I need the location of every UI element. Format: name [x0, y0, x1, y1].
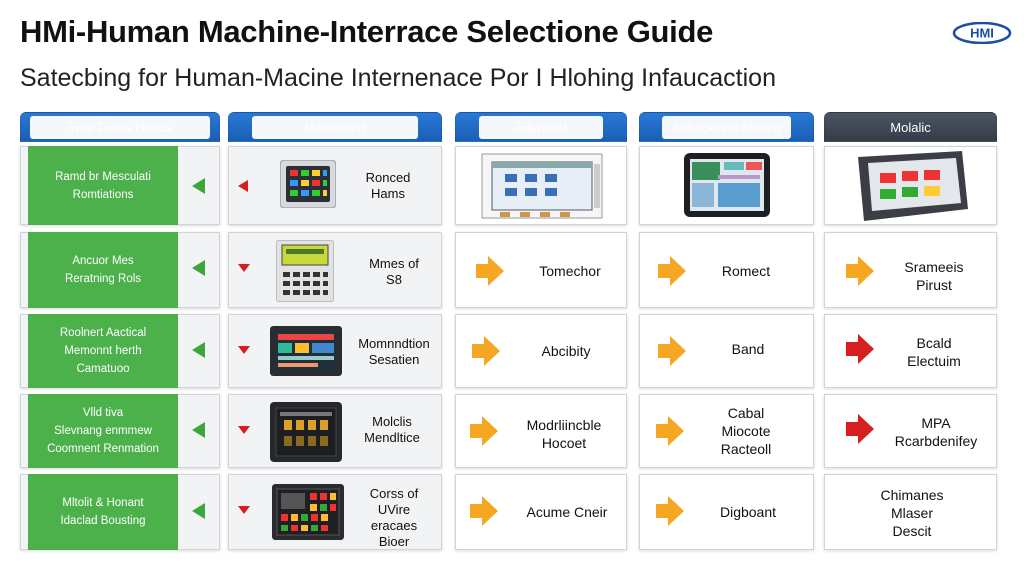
- page-subtitle: Satecbing for Human-Macine Internenace P…: [20, 64, 776, 92]
- col4-text-2: Romect: [721, 263, 771, 279]
- col3-text-3: Abcibity: [541, 343, 591, 359]
- header-col1-label: Trea Diaus Honcs: [30, 115, 210, 139]
- red-arrow-icon: [238, 506, 250, 514]
- col3-text-5: Acume Cneir: [526, 504, 608, 520]
- header-col3-label: Pdynand: [479, 115, 603, 139]
- green-arrow-icon: [192, 503, 205, 519]
- col4-text-4: Cabal Miocote Racteoll: [720, 405, 772, 457]
- color-touch-panel-icon: [270, 326, 342, 376]
- table-row-5-col5: [824, 474, 997, 550]
- red-arrow-icon: [846, 334, 874, 364]
- header-col1: Trea Diaus Honcs: [20, 112, 220, 142]
- red-arrow-icon: [238, 426, 250, 434]
- keypad-terminal-icon: [276, 240, 334, 302]
- red-arrow-icon: [846, 414, 874, 444]
- table-row-3-col4: [639, 314, 814, 388]
- table-row-2-model: [228, 232, 442, 308]
- orange-arrow-icon: [658, 256, 686, 286]
- orange-arrow-icon: [656, 496, 684, 526]
- logo-text: HMI: [970, 26, 994, 41]
- red-arrow-icon: [238, 346, 250, 354]
- model-text-3: Momnndtion Sesatien: [358, 336, 430, 367]
- page-title: HMi-Human Machine-Interrace Selectione G…: [20, 14, 714, 49]
- industrial-panel-icon: [858, 151, 968, 221]
- hmi-screen-diagram-icon: [481, 153, 603, 219]
- col5-text-3: Bcald Electuim: [907, 335, 961, 369]
- red-arrow-icon: [238, 264, 250, 272]
- header-col4: Aufulckinno Meting: [639, 112, 814, 142]
- green-arrow-icon: [192, 342, 205, 358]
- model-text-1: Ronced Hams: [365, 170, 411, 201]
- green-arrow-icon: [192, 260, 205, 276]
- green-arrow-icon: [192, 178, 205, 194]
- table-row-3-col3: [455, 314, 627, 388]
- header-col3: Pdynand: [455, 112, 627, 142]
- col5-text-5: Chimanes Mlaser Descit: [880, 487, 944, 539]
- orange-arrow-icon: [472, 336, 500, 366]
- orange-arrow-icon: [846, 256, 874, 286]
- orange-arrow-icon: [470, 496, 498, 526]
- green-arrow-icon: [192, 422, 205, 438]
- criteria-label-5: Mltolit & Honant Idaclad Bousting: [28, 474, 178, 550]
- criteria-label-3: Roolnert Aactical Memonnt herth Camatuoo: [28, 314, 178, 388]
- header-col2: Maoadenrt: [228, 112, 442, 142]
- col5-text-2: Srameeis Pirust: [904, 259, 964, 293]
- col4-text-3: Band: [731, 341, 765, 357]
- header-col5-label: Molalic: [890, 119, 931, 135]
- orange-arrow-icon: [470, 416, 498, 446]
- col5-text-4: MPA Rcarbdenifey: [894, 415, 978, 449]
- criteria-label-1: Ramd br Mesculati Romtiations: [28, 146, 178, 225]
- hmi-logo: HMI: [952, 22, 1012, 44]
- red-arrow-icon: [238, 180, 248, 192]
- header-col2-label: Maoadenrt: [251, 115, 419, 139]
- col4-text-5: Digboant: [719, 504, 777, 520]
- model-text-5: Corss of UVire eracaes Bioer: [369, 486, 419, 549]
- col3-text-4: Modrliincble Hocoet: [526, 417, 602, 451]
- tablet-hmi-icon: [684, 153, 770, 217]
- orange-arrow-icon: [656, 416, 684, 446]
- keypad-panel-icon: [280, 160, 336, 208]
- orange-arrow-icon: [476, 256, 504, 286]
- criteria-label-2: Ancuor Mes Reratning Rols: [28, 232, 178, 308]
- header-col5: Molalic: [824, 112, 997, 142]
- rugged-hmi-panel-icon: [270, 402, 342, 462]
- model-text-2: Mmes of S8: [369, 256, 419, 287]
- header-col4-label: Aufulckinno Meting: [661, 115, 792, 139]
- model-text-4: Molclis Mendltice: [364, 414, 420, 445]
- col3-text-2: Tomechor: [539, 263, 601, 279]
- criteria-label-4: Vlld tiva Slevnang enmmew Coomnent Renma…: [28, 394, 178, 468]
- control-keypad-panel-icon: [272, 484, 344, 540]
- orange-arrow-icon: [658, 336, 686, 366]
